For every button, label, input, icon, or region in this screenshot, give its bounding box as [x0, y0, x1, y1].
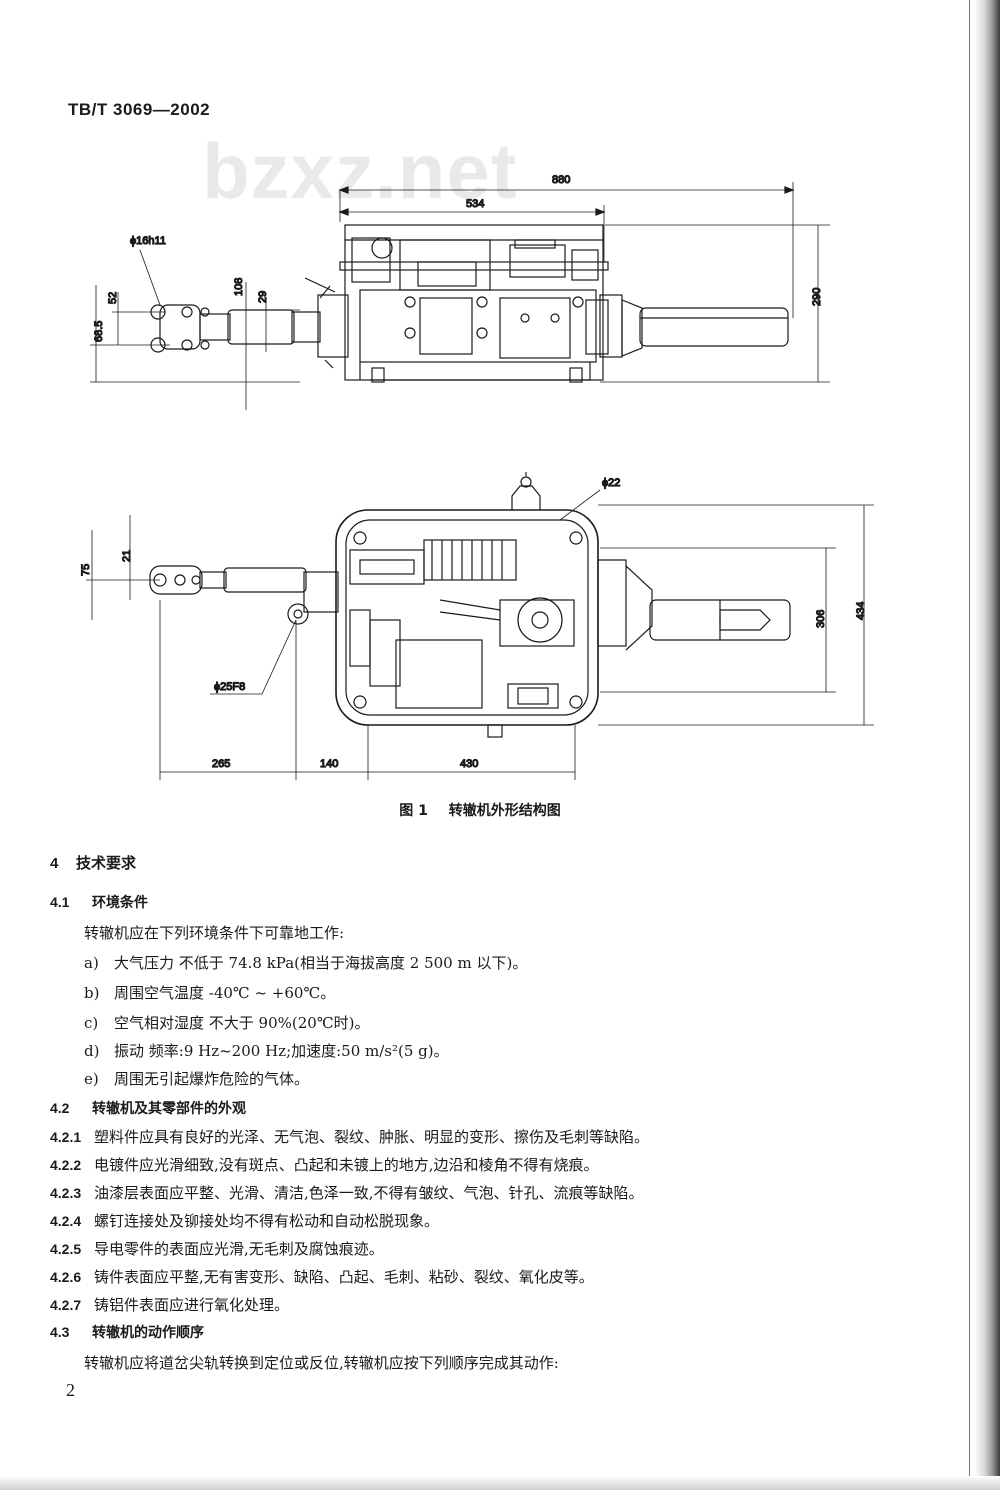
- section-4-number: 4: [50, 855, 59, 872]
- dim-434: 434: [855, 602, 867, 620]
- dim-534: 534: [466, 198, 484, 210]
- bottom-shadow: [0, 1476, 1000, 1490]
- section-4-1-number: 4.1: [50, 894, 70, 910]
- env-item-e: e)周围无引起爆炸危险的气体。: [84, 1070, 310, 1088]
- section-4-3-number: 4.3: [50, 1324, 70, 1340]
- dim-265: 265: [212, 758, 230, 770]
- env-item-c: c)空气相对湿度 不大于 90%(20℃时)。: [84, 1014, 370, 1032]
- page-edge-shadow: [974, 0, 1000, 1490]
- dim-140: 140: [320, 758, 338, 770]
- dim-306: 306: [815, 610, 827, 628]
- standard-code: TB/T 3069—2002: [68, 100, 211, 119]
- env-item-b: b)周围空气温度 -40℃ ~ +60℃。: [84, 984, 336, 1002]
- dim-phi25f8: ϕ25F8: [214, 681, 245, 693]
- dim-phi16h11: ϕ16h11: [130, 235, 166, 247]
- section-4-2-heading: 4.2 转辙机及其零部件的外观: [50, 1098, 246, 1118]
- figure-caption: 图 1 转辙机外形结构图: [0, 800, 960, 820]
- dim-68-5: 68.5: [93, 321, 105, 342]
- section-4-3-title: 转辙机的动作顺序: [92, 1325, 204, 1341]
- section-4-3-heading: 4.3 转辙机的动作顺序: [50, 1322, 204, 1342]
- figure-drawing: 880 534: [79, 173, 874, 780]
- env-item-a: a)大气压力 不低于 74.8 kPa(相当于海拔高度 2 500 m 以下)。: [84, 954, 528, 972]
- dim-29: 29: [257, 291, 269, 303]
- env-item-d: d)振动 频率:9 Hz~200 Hz;加速度:50 m/s²(5 g)。: [84, 1042, 449, 1060]
- section-4-1-heading: 4.1 环境条件: [50, 892, 148, 912]
- dim-75: 75: [80, 564, 92, 576]
- caption-number: 图 1: [399, 803, 428, 819]
- dim-880: 880: [552, 174, 570, 186]
- dim-52: 52: [107, 292, 119, 304]
- dim-290: 290: [811, 288, 823, 306]
- dim-21: 21: [121, 550, 133, 562]
- section-4-2-title: 转辙机及其零部件的外观: [92, 1101, 246, 1117]
- section-4-1-title: 环境条件: [92, 895, 148, 911]
- section-4-2-number: 4.2: [50, 1100, 70, 1116]
- dim-108: 108: [233, 278, 245, 296]
- page-edge-line: [969, 0, 970, 1490]
- caption-title: 转辙机外形结构图: [448, 803, 561, 819]
- dim-phi22: ϕ22: [602, 477, 620, 489]
- section-4-3-text: 转辙机应将道岔尖轨转换到定位或反位,转辙机应按下列顺序完成其动作:: [84, 1354, 559, 1372]
- dim-430: 430: [460, 758, 478, 770]
- plan-view: 75 21 ϕ25F8 ϕ22 306 434 265 140 430: [79, 472, 874, 780]
- page-number: 2: [66, 1380, 75, 1400]
- section-4-1-intro: 转辙机应在下列环境条件下可靠地工作:: [84, 924, 345, 942]
- section-4-heading: 4 技术要求: [50, 852, 136, 873]
- watermark: bzxz.net: [202, 127, 518, 215]
- side-view: 880 534: [90, 173, 830, 410]
- section-4-title: 技术要求: [76, 854, 137, 872]
